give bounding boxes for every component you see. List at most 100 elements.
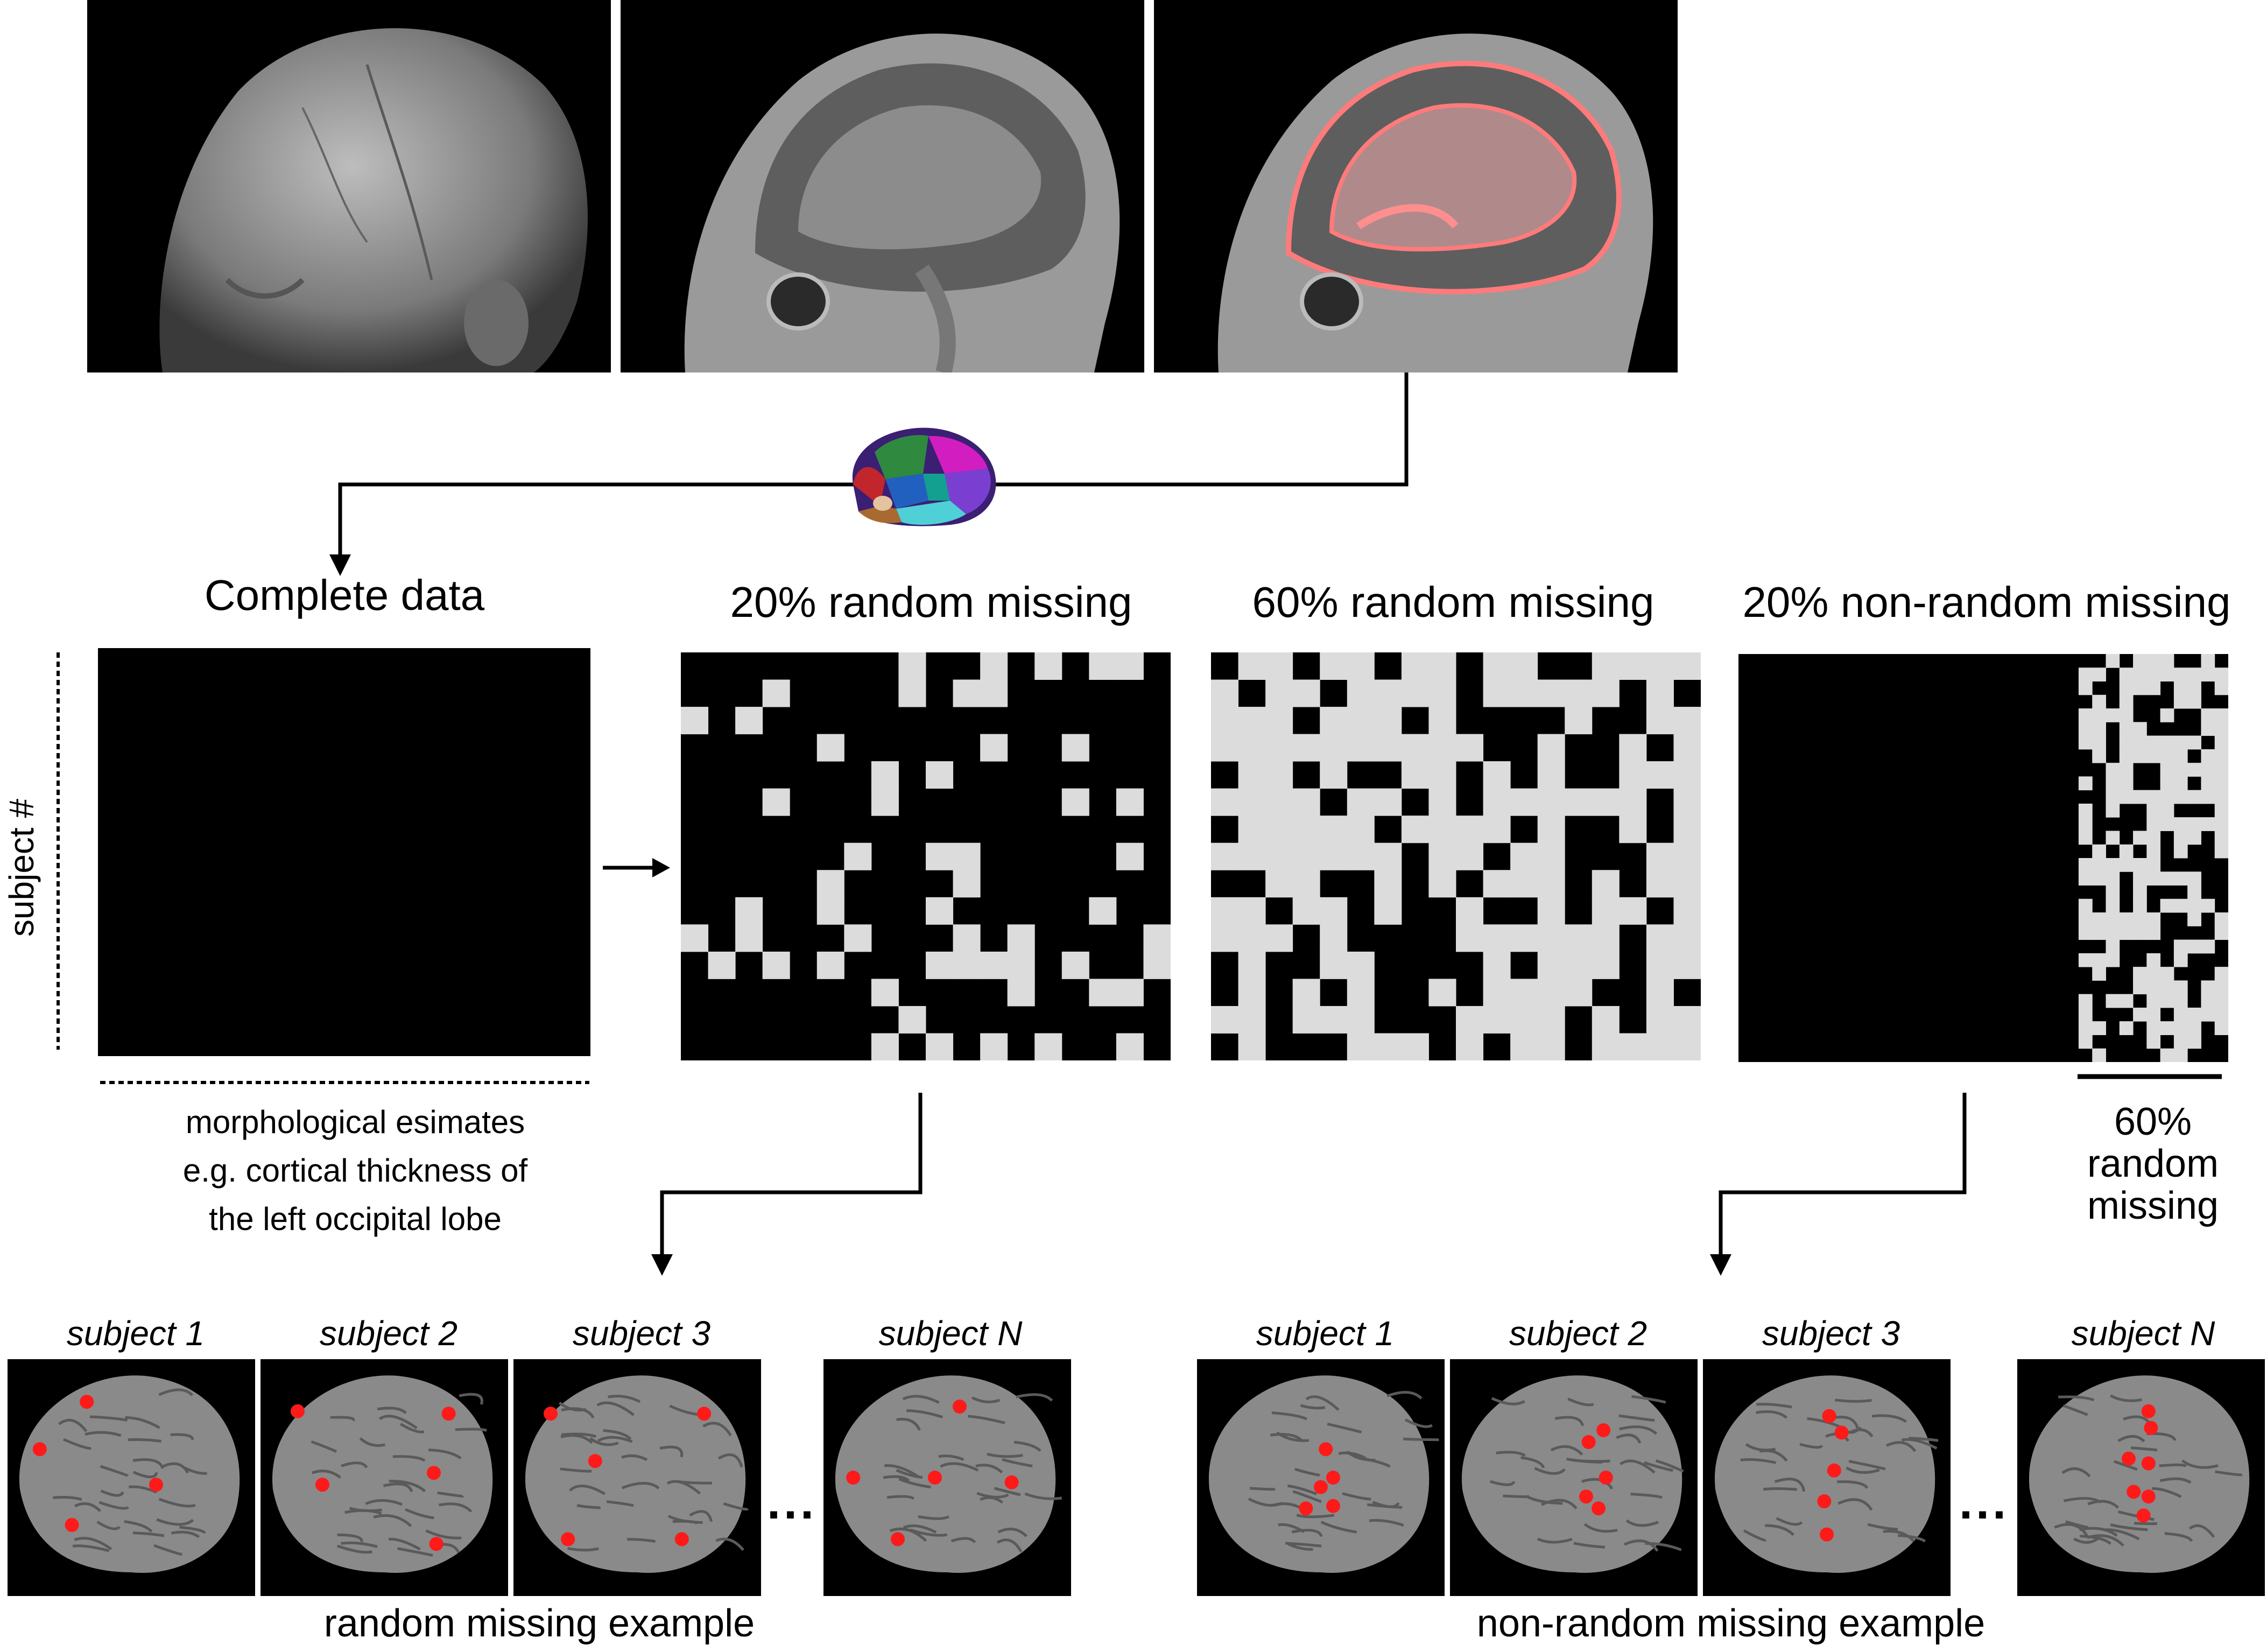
missing-marker [149,1478,163,1492]
brain-sulcus [2079,1527,2118,1537]
brain-sulcus [160,1462,189,1474]
missing-cell [2133,912,2147,926]
missing-marker [2144,1421,2158,1435]
missing-cell [1347,1033,1375,1060]
missing-cell [1292,734,1320,762]
missing-cell [1238,842,1266,870]
missing-cell [681,924,709,952]
missing-cell [2092,722,2106,736]
random-60-matrix [1211,652,1701,1060]
brain-surface-icon [835,1375,1062,1573]
missing-cell [2214,1007,2228,1022]
nonrandom-ellipsis: ... [1959,1475,2010,1529]
brain-sulcus [2080,1535,2111,1545]
missing-cell [1347,679,1375,707]
brain-sulcus [378,1415,418,1430]
missing-cell [871,788,899,816]
missing-cell [1401,734,1429,762]
random-60-title: 60% random missing [1252,578,1655,626]
missing-cell [2173,763,2188,777]
brain-sulcus [85,1431,122,1437]
missing-marker [846,1471,861,1485]
missing-cell [2146,926,2161,940]
missing-cell [2173,1021,2188,1035]
missing-cell [1320,816,1348,843]
missing-cell [2173,1035,2188,1049]
brain-sulcus [940,1462,979,1472]
missing-cell [871,1033,899,1060]
brain-sulcus [311,1440,337,1453]
missing-cell [2214,763,2228,777]
brain-sulcus [2087,1500,2120,1509]
missing-cell [1265,761,1293,789]
missing-cell [1211,897,1239,925]
missing-cell [1401,816,1429,843]
brain-sulcus [179,1526,206,1534]
brain-sulcus [373,1514,412,1527]
brain-sulcus [124,1520,153,1533]
missing-cell [1374,842,1402,870]
brain-sulcus [1520,1456,1545,1468]
brain-shape [1461,1375,1682,1573]
missing-marker [291,1404,305,1418]
missing-cell [1510,652,1538,680]
missing-cell [1673,951,1701,979]
missing-cell [2078,898,2093,913]
sagittal-mri-icon [621,0,1144,372]
missing-cell [2214,790,2228,804]
missing-cell [2146,858,2161,872]
brain-sulcus [437,1491,465,1498]
brain-sulcus [132,1458,164,1470]
missing-cell [926,1033,954,1060]
missing-cell [1265,842,1293,870]
missing-cell [2078,953,2093,967]
missing-cell [2187,831,2201,845]
brain-sulcus [1655,1459,1684,1473]
missing-marker [1834,1425,1849,1440]
brain-sulcus [918,1515,950,1520]
brain-sulcus [561,1407,595,1419]
missing-cell [2160,898,2174,913]
missing-cell [1619,788,1647,816]
missing-cell [2092,1021,2106,1035]
brain-sulcus [72,1544,110,1552]
missing-cell [2106,926,2120,940]
missing-cell [1320,761,1348,789]
missing-cell [2078,708,2093,722]
brain-sulcus [128,1438,162,1443]
missing-marker [1326,1471,1340,1485]
missing-cell [2133,831,2147,845]
brain-sulcus [1756,1410,1788,1419]
missing-cell [1292,1006,1320,1034]
missing-cell [2187,1035,2201,1049]
missing-cell [2092,708,2106,722]
brain-sulcus [561,1432,596,1438]
brain-surface-icon [1461,1375,1684,1573]
nonrandom-brain-n [2017,1359,2265,1596]
missing-cell [2214,667,2228,682]
missing-cell [2119,763,2134,777]
missing-cell [1483,924,1511,952]
missing-cell [2092,858,2106,872]
missing-cell [2160,803,2174,818]
brain-sulcus [560,1434,593,1444]
missing-cell [1456,924,1484,952]
brain-sulcus [608,1395,641,1403]
brain-sulcus [1898,1534,1926,1543]
missing-cell [1483,816,1511,843]
brain-sulcus [1369,1519,1404,1527]
missing-cell [1292,870,1320,898]
missing-marker [2122,1451,2136,1466]
brain-sulcus [702,1422,732,1437]
missing-cell [1565,951,1593,979]
random-20-matrix [681,652,1171,1060]
missing-cell [1265,652,1293,680]
missing-cell [2173,817,2188,831]
brain-sulcus [1294,1467,1320,1477]
missing-cell [953,951,981,979]
brain-sulcus [1619,1425,1658,1435]
missing-cell [2078,926,2093,940]
missing-cell [1374,1033,1402,1060]
estimates-caption: morphological esimates e.g. cortical thi… [124,1098,587,1243]
missing-marker [1822,1409,1836,1423]
